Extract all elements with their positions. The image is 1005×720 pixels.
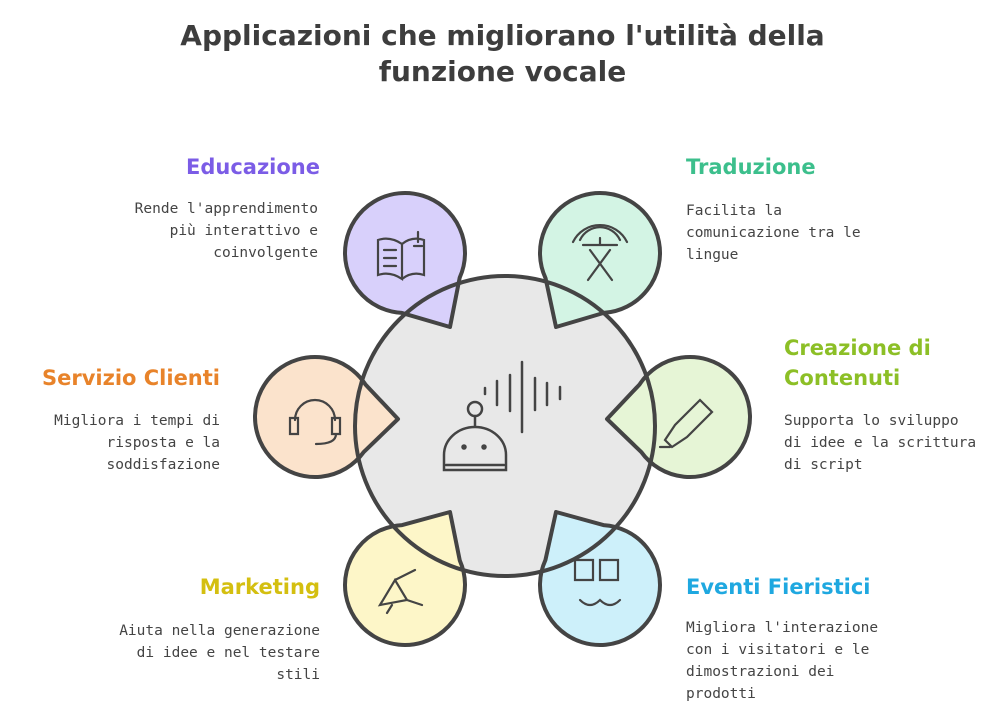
book-lightbulb-icon (376, 230, 426, 282)
item-desc-educazione: Rende l'apprendimento più interattivo e … (134, 201, 318, 261)
center-circle-fill (355, 276, 655, 576)
node-marketing (343, 510, 467, 647)
booth-icon (573, 558, 622, 607)
item-title-educazione: Educazione (186, 155, 320, 179)
title-line-1: Applicazioni che migliorano l'utilità de… (180, 19, 825, 52)
item-desc-creazione: Supporta lo sviluppo di idee e la scritt… (784, 413, 977, 473)
item-title-eventi: Eventi Fieristici (686, 575, 871, 599)
item-desc-traduzione: Facilita la comunicazione tra le lingue (686, 203, 861, 263)
node-servizio (253, 355, 400, 479)
item-desc-marketing: Aiuta nella generazione di idee e nel te… (119, 623, 320, 683)
title-line-2: funzione vocale (378, 55, 627, 88)
megaphone-icon (377, 568, 424, 615)
item-title-marketing: Marketing (199, 575, 320, 599)
robot-voice-icon (442, 360, 562, 472)
item-title-creazione: Creazione di Contenuti (784, 336, 931, 390)
item-desc-servizio: Migliora i tempi di risposta e la soddis… (54, 413, 220, 473)
page-title: Applicazioni che migliorano l'utilità de… (0, 18, 1005, 90)
node-creazione (605, 355, 752, 479)
highlighter-icon (658, 398, 714, 449)
translate-icon (571, 224, 629, 282)
node-educazione (343, 191, 467, 329)
center-circle (353, 274, 657, 578)
headset-icon (288, 398, 342, 446)
node-traduzione (538, 191, 662, 329)
item-desc-eventi: Migliora l'interazione con i visitatori … (686, 620, 879, 702)
item-title-servizio: Servizio Clienti (41, 366, 220, 390)
item-title-traduzione: Traduzione (686, 155, 816, 179)
